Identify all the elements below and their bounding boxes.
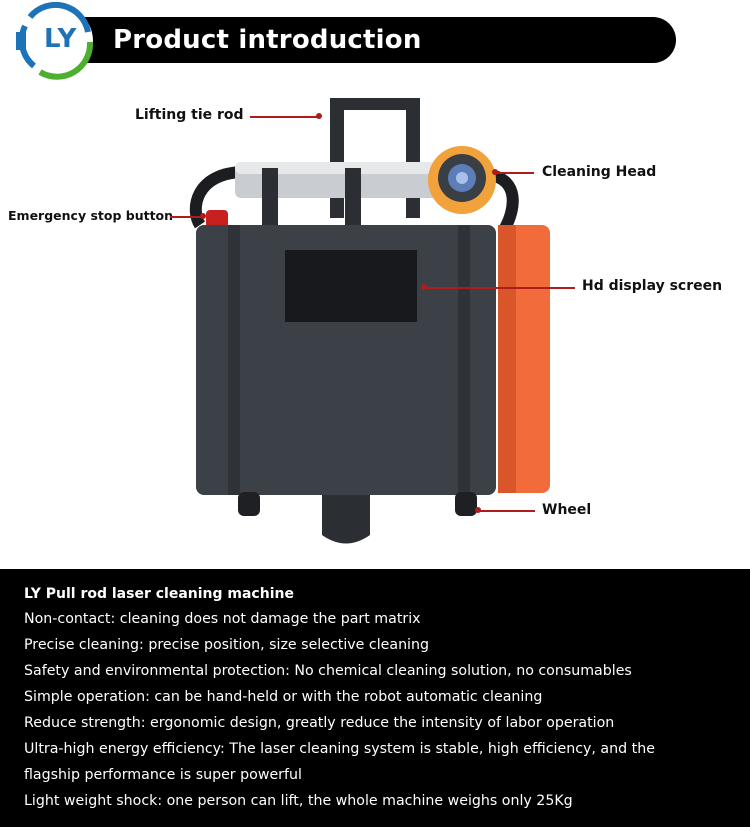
info-line: Reduce strength: ergonomic design, great…: [24, 715, 615, 731]
info-line: Simple operation: can be hand-held or wi…: [24, 689, 543, 705]
info-title: LY Pull rod laser cleaning machine: [24, 586, 294, 602]
product-figure: [0, 80, 750, 570]
callout-line-hd-display: [425, 287, 575, 289]
callout-line-emergency-stop: [170, 216, 204, 218]
callout-emergency-stop-button: Emergency stop button: [8, 208, 174, 223]
company-logo: LY: [10, 1, 100, 80]
info-line: Precise cleaning: precise position, size…: [24, 637, 430, 653]
laser-cleaning-machine-illustration: [189, 98, 550, 544]
callout-wheel: Wheel: [542, 502, 592, 518]
callout-dot-cleaning-head: [492, 169, 498, 175]
callout-dot-emergency-stop: [200, 213, 206, 219]
callout-hd-display-screen: Hd display screen: [582, 278, 723, 294]
callout-dot-lifting-tie-rod: [316, 113, 322, 119]
callout-dot-hd-display: [421, 284, 427, 290]
info-line: Light weight shock: one person can lift,…: [24, 793, 573, 809]
callout-line-cleaning-head: [496, 172, 534, 174]
info-line: Non-contact: cleaning does not damage th…: [24, 611, 421, 627]
callout-dot-wheel: [475, 507, 481, 513]
info-line: flagship performance is super powerful: [24, 767, 302, 783]
logo-text: LY: [44, 24, 78, 54]
info-line: Ultra-high energy efficiency: The laser …: [24, 741, 655, 757]
info-line: Safety and environmental protection: No …: [24, 663, 632, 679]
callout-line-wheel: [479, 510, 535, 512]
header-bar: [60, 17, 676, 63]
logo-ring-icon: [16, 1, 94, 80]
callout-lifting-tie-rod: Lifting tie rod: [135, 107, 244, 123]
page-title: Product introduction: [113, 25, 422, 55]
callout-line-lifting-tie-rod: [250, 116, 318, 118]
callout-cleaning-head: Cleaning Head: [542, 164, 657, 180]
info-panel: [0, 569, 750, 827]
